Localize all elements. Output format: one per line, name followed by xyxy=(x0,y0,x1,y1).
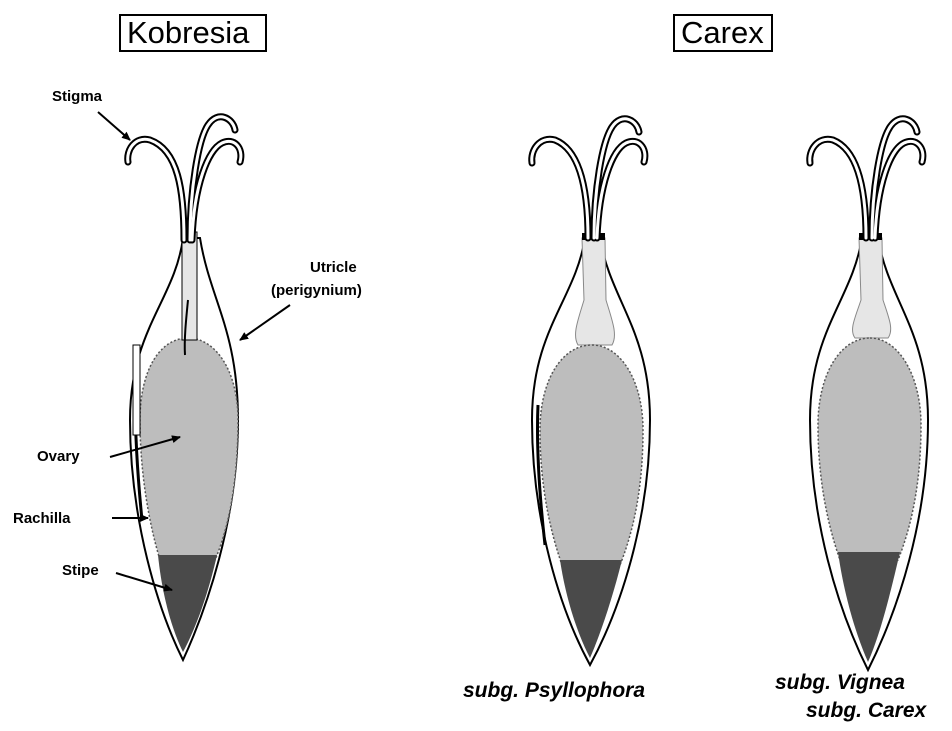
carex-vignea-flower xyxy=(810,119,928,670)
stigma-arrow xyxy=(98,112,130,140)
rachilla-label: Rachilla xyxy=(13,510,71,528)
carex-title: Carex xyxy=(673,14,773,52)
kobresia-ovary xyxy=(140,338,238,560)
utricle-label: Utricle xyxy=(310,259,357,277)
carex-psyllophora-flower xyxy=(532,119,650,665)
vignea-caption: subg. Vignea xyxy=(775,670,905,696)
utricle-arrow xyxy=(240,305,290,340)
ovary-label: Ovary xyxy=(37,448,80,466)
psyllophora-ovary xyxy=(540,345,643,565)
psyllophora-caption: subg. Psyllophora xyxy=(463,678,645,704)
perigynium-label: (perigynium) xyxy=(271,282,362,300)
stigma-label: Stigma xyxy=(52,88,102,106)
carex-subg-caption: subg. Carex xyxy=(806,698,926,724)
kobresia-flower xyxy=(128,117,241,660)
vignea-ovary xyxy=(818,338,921,560)
kobresia-rachilla-strip xyxy=(133,345,140,435)
kobresia-stipe xyxy=(158,555,217,652)
kobresia-style xyxy=(182,232,197,340)
kobresia-title: Kobresia xyxy=(119,14,267,52)
stipe-label: Stipe xyxy=(62,562,99,580)
